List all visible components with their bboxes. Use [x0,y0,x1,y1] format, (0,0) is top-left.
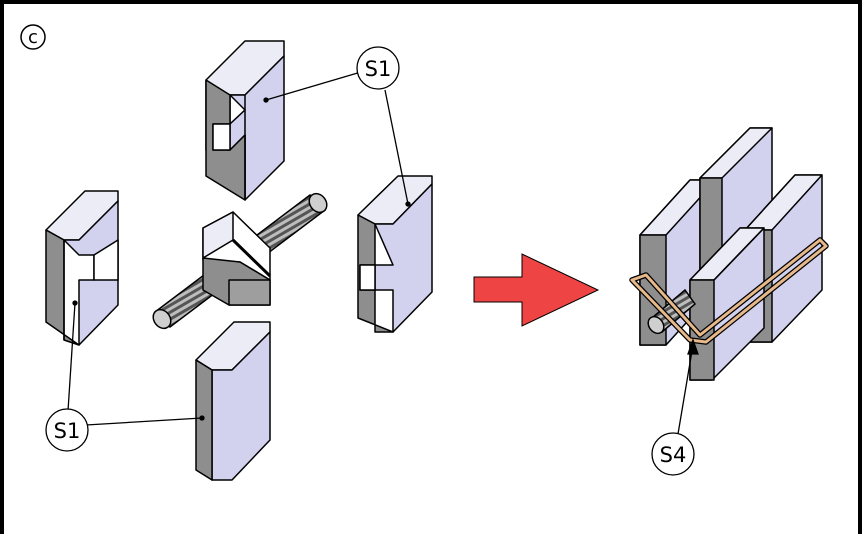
transition-arrow [473,253,600,327]
callout-s1-top: S1 [356,46,400,90]
bottom-plain-block [195,321,271,481]
panel-label-text: c [28,27,38,48]
callout-s1-bottom-text: S1 [54,419,81,443]
top-slotted-block [205,40,285,201]
callout-s4: S4 [651,432,695,476]
panel-label: c [20,24,46,50]
right-slotted-block [357,175,433,333]
nut [202,211,272,306]
assembled-block [639,127,823,381]
left-slotted-block [45,190,119,346]
callout-leaders [67,71,699,435]
callout-s4-text: S4 [660,443,687,467]
assembly-screw [647,288,697,335]
callout-s1-bottom: S1 [45,408,89,452]
callout-s1-top-text: S1 [365,57,392,81]
